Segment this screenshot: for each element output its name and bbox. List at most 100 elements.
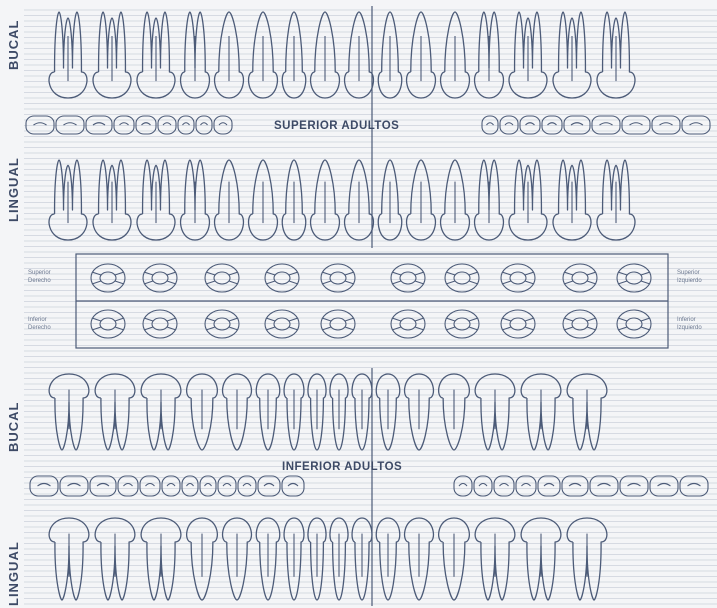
- upper-occlusal-1-8: [652, 116, 680, 134]
- lower-fissure-1-7: [598, 484, 611, 487]
- lower-fissure-1-1: [459, 484, 467, 487]
- deciduous-tooth-2-5: [321, 310, 355, 338]
- lower-occlusal-0-7: [182, 476, 198, 496]
- deciduous-lines-2-8: [502, 318, 534, 330]
- deciduous-lines-2-6: [392, 318, 424, 330]
- lower-fissure-1-6: [569, 484, 581, 487]
- upper-fissure-1-7: [630, 123, 643, 125]
- deciduous-center-2-6: [400, 318, 416, 330]
- lower-occlusal-0-5: [140, 476, 160, 496]
- lower-fissure-1-5: [544, 484, 554, 487]
- lower-fissure-0-9: [223, 484, 231, 487]
- lower-fissure-0-8: [205, 484, 212, 487]
- deciduous-tooth-2-9: [563, 310, 597, 338]
- lower-occlusal-1-5: [538, 476, 560, 496]
- lower-occlusal-0-6: [162, 476, 180, 496]
- lower-fissure-0-11: [264, 484, 274, 487]
- lower-fissure-1-4: [522, 484, 531, 487]
- deciduous-lines-2-4: [266, 318, 298, 330]
- upper-occlusal-1-3: [520, 116, 540, 134]
- deciduous-center-2-2: [152, 318, 168, 330]
- deciduous-lines-2-9: [564, 318, 596, 330]
- upper-occlusal-0-9: [214, 116, 232, 134]
- lower-occlusal-0-1: [30, 476, 58, 496]
- upper-fissure-1-6: [600, 123, 613, 125]
- deciduous-center-2-8: [510, 318, 526, 330]
- upper-fissure-0-1: [34, 123, 47, 125]
- lower-occlusal-1-7: [590, 476, 618, 496]
- upper-fissure-0-8: [201, 123, 208, 125]
- upper-occlusal-0-2: [56, 116, 84, 134]
- lower-occlusal-1-10: [680, 476, 708, 496]
- lower-fissure-0-3: [97, 484, 109, 487]
- lower-occlusal-1-3: [494, 476, 514, 496]
- deciduous-tooth-1-5: [321, 264, 355, 292]
- lower-fissure-0-5: [146, 484, 155, 487]
- lower-fissure-0-7: [187, 484, 194, 487]
- upper-occlusal-1-4: [542, 116, 562, 134]
- deciduous-tooth-2-1: [91, 310, 125, 338]
- lower-occlusal-0-9: [218, 476, 236, 496]
- lower-lingual-label: LINGUAL: [6, 541, 21, 606]
- lower-occlusal-0-8: [200, 476, 216, 496]
- deciduous-tooth-2-6: [391, 310, 425, 338]
- lower-occlusal-1-9: [650, 476, 678, 496]
- deciduous-center-2-7: [454, 318, 470, 330]
- lower-occlusal-0-11: [258, 476, 280, 496]
- deciduous-tooth-2-3: [205, 310, 239, 338]
- deciduous-tooth-1-4: [265, 264, 299, 292]
- deciduous-tooth-1-10: [617, 264, 651, 292]
- upper-fissure-0-6: [163, 123, 171, 125]
- deciduous-lines-2-7: [446, 318, 478, 330]
- lower-occlusal-0-12: [282, 476, 304, 496]
- deciduous-tooth-1-8: [501, 264, 535, 292]
- upper-occlusal-1-7: [622, 116, 650, 134]
- upper-occlusal-0-3: [86, 116, 112, 134]
- lower-bucal-teeth: [49, 374, 607, 450]
- lower-fissure-0-1: [38, 484, 51, 487]
- upper-occlusal-1-5: [564, 116, 590, 134]
- deciduous-tooth-1-2: [143, 264, 177, 292]
- lower-occlusal-1-1: [454, 476, 472, 496]
- deciduous-center-2-3: [214, 318, 230, 330]
- upper-occlusal-1-9: [682, 116, 710, 134]
- deciduous-tooth-1-9: [563, 264, 597, 292]
- lower-fissure-1-2: [479, 484, 487, 487]
- deciduous-tooth-2-7: [445, 310, 479, 338]
- lower-fissure-0-6: [167, 484, 175, 487]
- upper-fissure-0-3: [93, 123, 105, 125]
- upper-fissure-1-2: [505, 123, 513, 125]
- upper-fissure-1-9: [690, 123, 703, 125]
- upper-fissure-0-4: [120, 123, 129, 125]
- lower-occlusal-1-4: [516, 476, 536, 496]
- lower-occlusal-1-6: [562, 476, 588, 496]
- deciduous-tooth-1-7: [445, 264, 479, 292]
- upper-fissure-1-3: [526, 123, 535, 125]
- upper-fissure-0-2: [64, 123, 77, 125]
- deciduous-center-2-5: [330, 318, 346, 330]
- upper-lingual-label: LINGUAL: [6, 157, 21, 222]
- upper-occlusal-0-4: [114, 116, 134, 134]
- upper-fissure-1-5: [571, 123, 583, 125]
- deciduous-lines-2-1: [92, 318, 124, 330]
- deciduous-tooth-1-6: [391, 264, 425, 292]
- lower-fissure-1-3: [500, 484, 509, 487]
- lower-fissure-0-4: [124, 484, 133, 487]
- superior-adultos-label: SUPERIOR ADULTOS: [274, 120, 399, 132]
- deciduous-tooth-2-10: [617, 310, 651, 338]
- upper-occlusal-0-1: [26, 116, 54, 134]
- deciduous-lines-2-2: [144, 318, 176, 330]
- upper-lingual-teeth: [49, 160, 635, 240]
- upper-fissure-1-1: [487, 123, 494, 125]
- lower-occlusal-0-2: [60, 476, 88, 496]
- upper-occlusal-0-5: [136, 116, 156, 134]
- ruled-background: [24, 10, 717, 604]
- lower-fissure-0-10: [243, 484, 251, 487]
- deciduous-chart-box: [76, 254, 668, 348]
- upper-bucal-label: BUCAL: [6, 20, 21, 71]
- deciduous-lines-2-5: [322, 318, 354, 330]
